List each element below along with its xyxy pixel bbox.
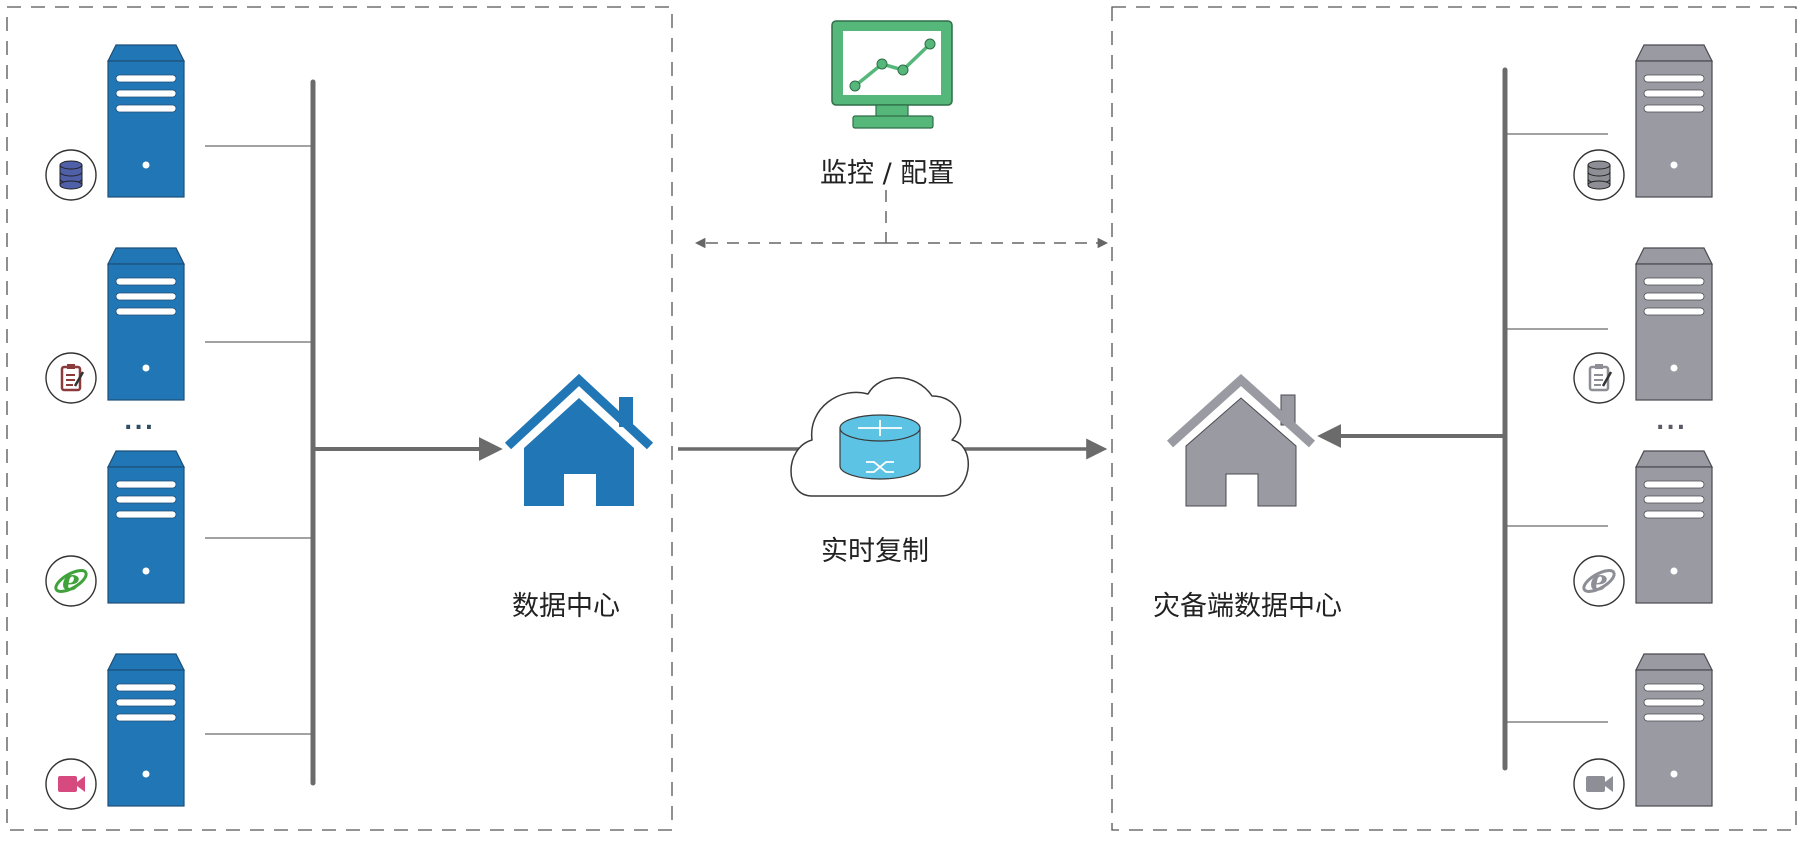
- internet-explorer-icon: e: [1582, 564, 1616, 597]
- monitor-connector: [694, 190, 1109, 249]
- database-icon: [59, 160, 83, 190]
- document-icon: [60, 364, 85, 392]
- backup-zone-border: [1111, 6, 1797, 831]
- backup-video-server: [1573, 653, 1713, 810]
- backup-more-servers-ellipsis: ...: [1656, 410, 1688, 435]
- cloud-router-icon: [790, 377, 969, 497]
- monitor-icon: [831, 20, 953, 129]
- backup-server-group: e: [1573, 44, 1713, 810]
- primary-datacenter-icon: [504, 373, 654, 506]
- primary-server-group: e: [45, 44, 185, 810]
- dr-datacenter-label: 灾备端数据中心: [1153, 591, 1342, 622]
- backup-network: [1317, 67, 1608, 771]
- primary-web-server: e: [45, 450, 185, 607]
- dr-datacenter-icon: [1166, 373, 1316, 507]
- database-icon: [1587, 160, 1611, 190]
- backup-db-server: [1573, 44, 1713, 201]
- monitor-config-label: 监控 / 配置: [820, 158, 955, 189]
- video-camera-icon: [58, 776, 85, 792]
- replication-label: 实时复制: [821, 536, 929, 567]
- zone-borders: [6, 6, 1797, 831]
- svg-text:e: e: [1590, 564, 1608, 597]
- primary-video-server: [45, 653, 185, 810]
- svg-text:e: e: [62, 564, 80, 597]
- primary-network: [205, 79, 503, 786]
- internet-explorer-icon: e: [54, 564, 88, 597]
- primary-datacenter-label: 数据中心: [512, 591, 620, 622]
- document-icon: [1588, 364, 1613, 392]
- video-camera-icon: [1586, 776, 1613, 792]
- primary-document-server: [45, 247, 185, 404]
- router-icon: [839, 427, 921, 480]
- backup-web-server: e: [1573, 450, 1713, 607]
- primary-more-servers-ellipsis: ...: [124, 410, 156, 435]
- primary-db-server: [45, 44, 185, 201]
- backup-document-server: [1573, 247, 1713, 404]
